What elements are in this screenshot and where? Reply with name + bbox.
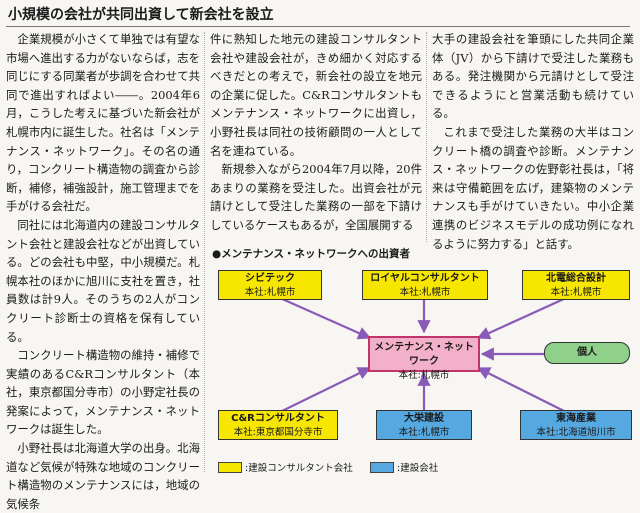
legend-consultant: :建設コンサルタント会社: [218, 460, 353, 474]
paragraph: コンクリート構造物の維持・補修で実績のあるC&Rコンサルタント（本社，東京都国分…: [6, 348, 200, 437]
legend-swatch-blue: [370, 461, 394, 473]
investor-daiei-kensetsu: 大栄建設 本社:札幌市: [376, 410, 472, 440]
paragraph: 小野社長は北海道大学の出身。北海道など気候が特殊な地域のコンクリート構造物のメン…: [6, 441, 200, 511]
headline: 小規模の会社が共同出資して新会社を設立: [8, 7, 274, 23]
column-divider: [204, 32, 205, 472]
paragraph: 同社には北海道内の建設コンサルタント会社と建設会社などが出資している。どの会社も…: [6, 217, 200, 344]
arrow-cr: [279, 367, 372, 413]
investor-royal-consultant: ロイヤルコンサルタント 本社:札幌市: [362, 270, 488, 300]
investor-individual: 個人: [544, 342, 630, 364]
legend-label: :建設会社: [397, 463, 439, 474]
legend-contractor: :建設会社: [370, 460, 438, 474]
investor-tokai-sangyo: 東海産業 本社:北海道旭川市: [520, 410, 632, 440]
arrow-toyo: [476, 367, 567, 413]
paragraph: 件に熟知した地元の建設コンサルタント会社や建設会社が，きめ細かく対応するべきだと…: [210, 32, 422, 158]
center-maintenance-network: メンテナンス・ネットワーク 本社:札幌市: [368, 336, 480, 381]
paragraph: 大手の建設会社を筆頭にした共同企業体（JV）から下請けで受注した業務もある。発注…: [432, 32, 634, 121]
paragraph: 新規参入ながら2004年7月以降，20件あまりの業務を受注した。出資会社が元請け…: [210, 162, 422, 232]
diagram-title: ●メンテナンス・ネットワークへの出資者: [212, 248, 410, 260]
article-column-1: 企業規模が小さくて単独では有望な市場へ進出する力がないならば，志を同じにする同業…: [6, 30, 200, 511]
legend-swatch-yellow: [218, 461, 242, 473]
arrow-shibitek: [279, 296, 372, 340]
investor-shibitek: シビテック 本社:札幌市: [218, 270, 322, 300]
investor-cr-consultant: C&Rコンサルタント 本社:東京都国分寺市: [218, 410, 338, 440]
paragraph: 企業規模が小さくて単独では有望な市場へ進出する力がないならば，志を同じにする同業…: [6, 32, 200, 214]
legend-label: :建設コンサルタント会社: [245, 463, 353, 474]
arrow-hokuden: [476, 296, 567, 340]
article-column-3: 大手の建設会社を筆頭にした共同企業体（JV）から下請けで受注した業務もある。発注…: [432, 30, 634, 262]
investor-diagram: ●メンテナンス・ネットワークへの出資者 シビテック 本社:札幌市 ロイヤルコンサ…: [210, 246, 636, 478]
article-column-2: 件に熟知した地元の建設コンサルタント会社や建設会社が，きめ細かく対応するべきだと…: [210, 30, 422, 262]
arrows-layer: [279, 296, 567, 413]
headline-bar: 小規模の会社が共同出資して新会社を設立: [6, 4, 630, 27]
paragraph: これまで受注した業務の大半はコンクリート橋の調査や診断。メンテナンス・ネットワー…: [432, 124, 634, 251]
investor-hokuden-sogo-sekkei: 北電総合設計 本社:札幌市: [522, 270, 630, 300]
column-divider: [426, 32, 427, 242]
